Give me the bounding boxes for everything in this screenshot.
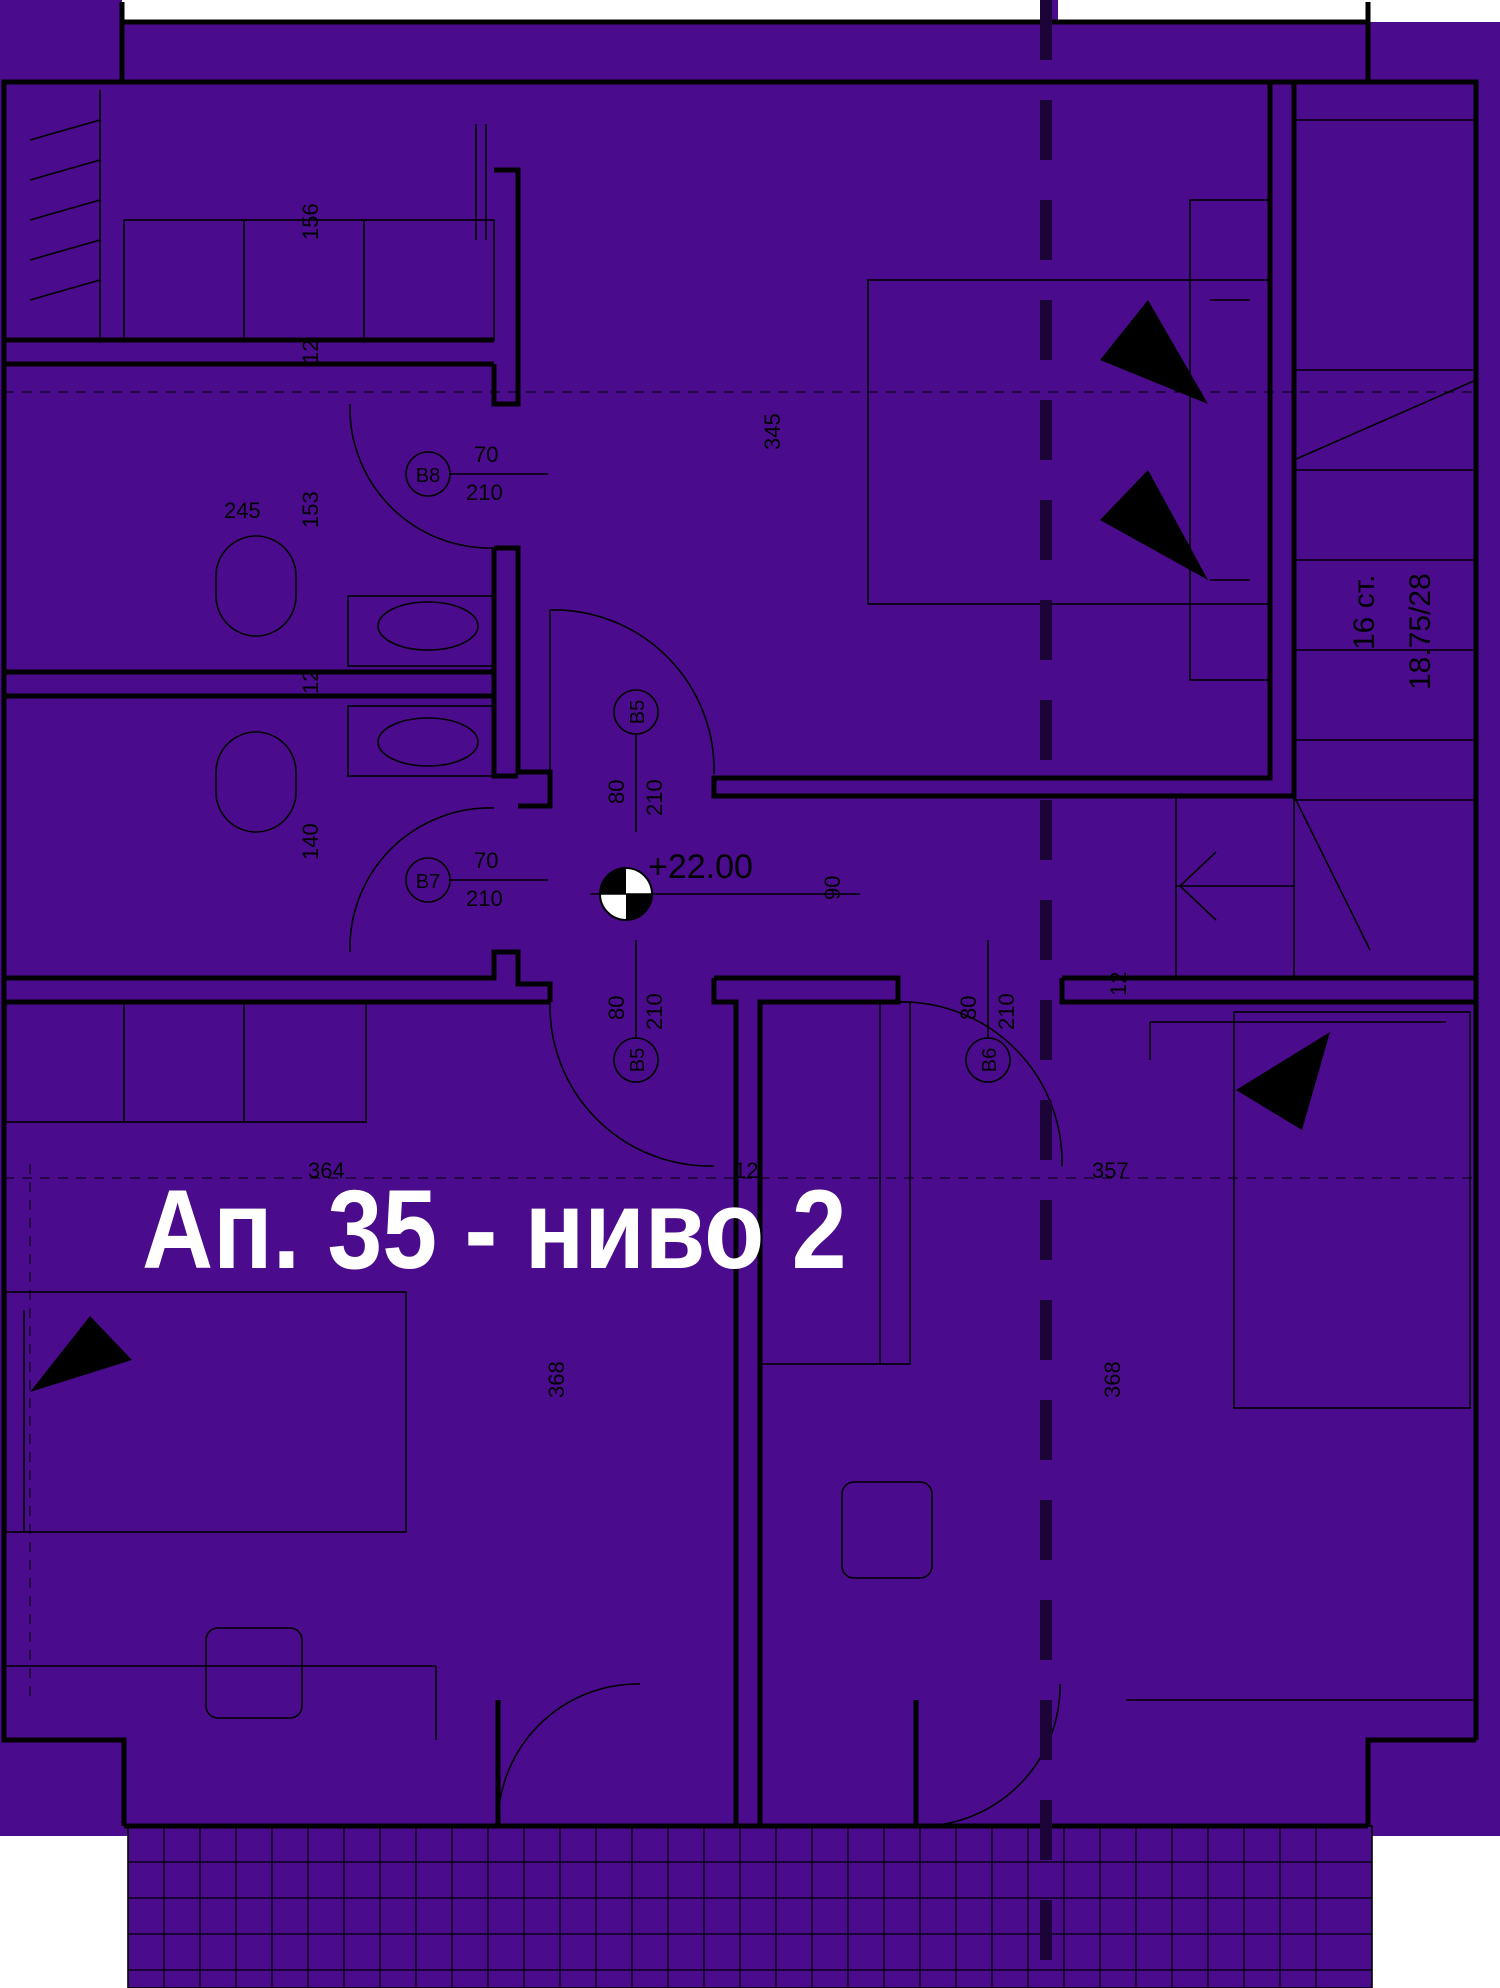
top-corner-right (1368, 0, 1500, 22)
door-height: 210 (642, 779, 667, 816)
door-height: 210 (466, 480, 503, 505)
dimension-labels: 156 12 245 153 345 12 140 90 12 364 12 3… (224, 203, 1131, 1398)
pillow-marks (30, 300, 1330, 1392)
door-width: 70 (474, 848, 498, 873)
door-code: В8 (416, 465, 440, 487)
level-marker (590, 867, 860, 921)
door-code: В5 (627, 700, 649, 724)
dim-140: 140 (298, 823, 323, 860)
dim-245: 245 (224, 498, 261, 523)
bottom-corner-left (0, 1836, 128, 1988)
door-height: 210 (466, 886, 503, 911)
fine-lines (5, 90, 1477, 1988)
top-strip-left (122, 0, 1040, 22)
stair-steps: 16 ст. (1348, 575, 1381, 650)
door-tag-4: В5 80 210 (604, 940, 667, 1083)
door-tag-2: В5 80 210 (604, 689, 667, 832)
dim-364: 364 (308, 1158, 345, 1183)
dim-368b: 368 (1100, 1361, 1125, 1398)
dim-12d: 12 (734, 1158, 758, 1183)
door-height: 210 (994, 993, 1019, 1030)
bottom-corner-right (1372, 1836, 1500, 1988)
door-tag-1: В8 70 210 (405, 442, 548, 505)
stair-ratio: 18.75/28 (1404, 573, 1437, 690)
dim-153: 153 (298, 491, 323, 528)
door-code: В5 (627, 1048, 649, 1072)
dim-345: 345 (760, 413, 785, 450)
balcony-tiles (128, 1826, 1372, 1988)
door-code: В7 (416, 871, 440, 893)
door-tag-5: В6 80 210 (956, 940, 1019, 1083)
top-strip-right (1058, 0, 1368, 22)
sanitary (215, 535, 495, 833)
dim-12b: 12 (298, 670, 323, 694)
level-value: +22.00 (648, 848, 753, 886)
door-width: 80 (956, 996, 981, 1020)
dim-156: 156 (298, 203, 323, 240)
door-swings (349, 403, 1063, 1827)
door-tag-3: В7 70 210 (405, 848, 548, 911)
dimension-lines (4, 391, 1476, 1700)
door-width: 80 (604, 780, 629, 804)
dim-12c: 12 (1106, 972, 1131, 996)
dim-368a: 368 (544, 1361, 569, 1398)
chairs (205, 1481, 933, 1719)
door-width: 70 (474, 442, 498, 467)
door-width: 80 (604, 996, 629, 1020)
dim-357: 357 (1092, 1158, 1129, 1183)
dim-12a: 12 (298, 340, 323, 364)
door-height: 210 (642, 993, 667, 1030)
apartment-title: Ап. 35 - ниво 2 (142, 1167, 847, 1292)
door-code: В6 (979, 1048, 1001, 1072)
dim-90: 90 (820, 876, 845, 900)
